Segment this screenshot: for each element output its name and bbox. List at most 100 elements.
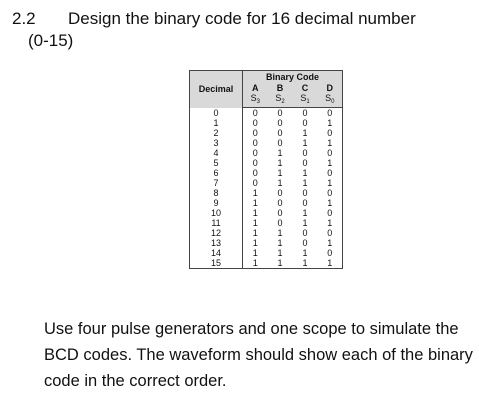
decimal-cell: 7 [189,178,243,188]
decimal-cell: 14 [189,248,243,258]
question-range: (0-15) [28,31,74,50]
bit-cell: 1 [327,118,333,128]
bit-cell: 0 [252,138,258,148]
bit-cell: 1 [252,208,258,218]
bit-cell: 0 [302,108,308,118]
decimal-header: Decimal [189,70,243,108]
letter-header: D [326,82,334,93]
bit-cell: 1 [252,228,258,238]
decimal-cell: 3 [189,138,243,148]
letter-header: B [276,82,284,93]
bit-cell: 1 [252,188,258,198]
bit-cell: 0 [277,198,283,208]
bit-cell: 1 [252,218,258,228]
bit-cell: 1 [277,158,283,168]
bit-cell: 1 [277,168,283,178]
bit-cell: 0 [277,218,283,228]
bit-cell: 0 [277,208,283,218]
bit-cell: 0 [327,108,333,118]
sub-header: S3 [242,93,268,108]
bit-cell: 0 [302,198,308,208]
bit-cell: 1 [252,248,258,258]
decimal-cell: 9 [189,198,243,208]
sub-header-base: S [275,93,282,103]
bit-cell: 1 [302,248,308,258]
bit-cell: 0 [327,248,333,258]
bit-cell: 1 [327,158,333,168]
bit-cell: 0 [327,188,333,198]
bit-cell: 0 [327,208,333,218]
bit-cell: 0 [302,118,308,128]
question-number: 2.2 [12,9,36,28]
decimal-cell: 4 [189,148,243,158]
letter-header: A [252,82,259,93]
sub-header-base: S [250,93,257,103]
binary-code-header: Binary Code [265,71,319,82]
sub-header-index: 3 [256,99,260,105]
bit-cell: 1 [327,138,333,148]
sub-header-index: 2 [281,99,285,105]
bit-cell: 1 [302,208,308,218]
bit-cell: 1 [252,198,258,208]
question-title: Design the binary code for 16 decimal nu… [68,9,416,28]
bit-cell: 0 [252,178,258,188]
bit-cell: 0 [302,188,308,198]
sub-header-base: S [325,93,332,103]
bit-cell: 1 [302,178,308,188]
decimal-cell: 12 [189,228,243,238]
decimal-cell: 15 [189,258,243,269]
bit-cell: 1 [277,248,283,258]
bit-cell: 0 [327,168,333,178]
decimal-cell: 6 [189,168,243,178]
sub-header: S0 [317,93,343,108]
decimal-cell: 1 [189,118,243,128]
decimal-cell: 8 [189,188,243,198]
bit-cell: 0 [252,128,258,138]
binary-code-table-container: Decimal Binary Code A B C D S3 S2 S1 S0 … [189,70,343,269]
decimal-cell: 11 [189,218,243,228]
bit-cell: 1 [277,238,283,248]
sub-header: S2 [267,93,293,108]
bit-cell: 0 [302,148,308,158]
bit-cell: 0 [252,168,258,178]
header-row-letters: A B C D [189,82,343,93]
letter-header: C [301,82,309,93]
bit-cell: 0 [327,228,333,238]
bit-cell: 1 [327,198,333,208]
bit-cell: 0 [277,138,283,148]
bit-cell: 1 [277,258,283,268]
decimal-cell: 10 [189,208,243,218]
decimal-cell: 0 [189,107,243,118]
bit-cell: 1 [277,228,283,238]
decimal-cell: 5 [189,158,243,168]
bit-cell: 1 [277,178,283,188]
binary-code-table: Decimal Binary Code A B C D S3 S2 S1 S0 … [189,70,343,269]
header-row-group: Decimal Binary Code [189,70,343,108]
instruction-paragraph: Use four pulse generators and one scope … [44,320,473,390]
bit-cell: 0 [277,118,283,128]
bit-cell: 0 [302,238,308,248]
sub-header-base: S [300,93,307,103]
bit-cell: 0 [327,148,333,158]
bit-cell: 1 [252,238,258,248]
bit-cell: 1 [277,148,283,158]
table-row: 14 1 1 1 0 [189,248,343,258]
bit-cell: 1 [302,138,308,148]
bit-cell: 1 [302,168,308,178]
bit-cell: 1 [252,258,258,268]
bit-cell: 1 [327,178,333,188]
sub-header-index: 0 [331,99,335,105]
bit-cell: 1 [302,218,308,228]
